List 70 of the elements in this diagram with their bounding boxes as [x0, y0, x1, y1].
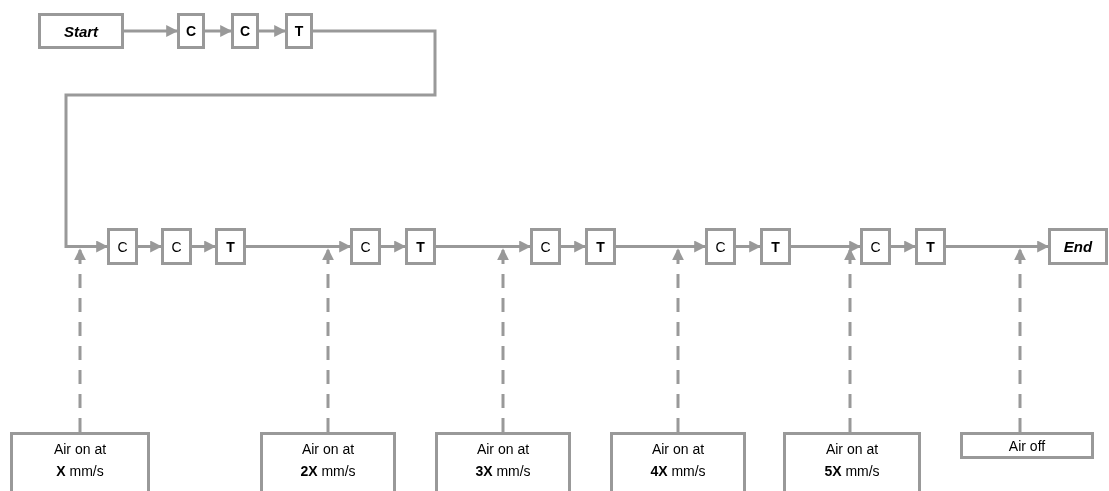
box-text: C: [171, 238, 182, 255]
step-box: [585, 228, 616, 265]
arrow: [946, 240, 1050, 253]
arrow: [259, 25, 287, 37]
box-text: Air off: [1008, 437, 1046, 454]
arrow: [436, 240, 532, 253]
dashed-arrow: [672, 248, 684, 432]
arrow: [891, 240, 917, 253]
box-text: Air on at: [476, 441, 530, 457]
box-text: T: [294, 23, 304, 39]
box-text: C: [540, 238, 551, 255]
dashed-arrow: [1014, 248, 1026, 432]
arrow: [192, 240, 217, 253]
dashed-arrow: [322, 248, 334, 432]
box-text: T: [416, 238, 425, 255]
arrow: [561, 240, 587, 253]
arrow: [124, 25, 179, 37]
box-text: T: [596, 238, 605, 255]
air-setting-box: [435, 432, 571, 491]
box-text: Air on at: [53, 441, 107, 457]
step-box: [705, 228, 736, 265]
arrow: [138, 240, 163, 253]
air-setting-box: [783, 432, 921, 491]
box-text: Air on at: [301, 441, 355, 457]
step-box: [161, 228, 192, 265]
step-box: [860, 228, 891, 265]
box-text: T: [226, 238, 235, 255]
arrow: [736, 240, 762, 253]
box-text: C: [870, 238, 881, 255]
arrow: [64, 29, 437, 253]
arrow: [791, 240, 862, 253]
box-text: C: [117, 238, 128, 255]
terminal-box: [1048, 228, 1108, 265]
step-box: [231, 13, 259, 49]
step-box: [405, 228, 436, 265]
box-text: Air on at: [825, 441, 879, 457]
box-text: Start: [63, 22, 99, 40]
air-setting-box: [610, 432, 746, 491]
arrow: [616, 240, 707, 253]
box-text: X mm/s: [56, 463, 104, 479]
step-box: [760, 228, 791, 265]
box-text: End: [1063, 238, 1093, 255]
dashed-arrow: [74, 248, 86, 432]
dashed-arrow: [844, 248, 856, 432]
air-setting-box: [260, 432, 396, 491]
box-text: 4X mm/s: [650, 463, 706, 479]
box-text: T: [926, 238, 935, 255]
terminal-box: [38, 13, 124, 49]
box-text: C: [715, 238, 726, 255]
box-text: T: [771, 238, 780, 255]
step-box: [530, 228, 561, 265]
box-text: 3X mm/s: [475, 463, 531, 479]
step-box: [350, 228, 381, 265]
dashed-arrow: [497, 248, 509, 432]
step-box: [177, 13, 205, 49]
box-text: Air on at: [651, 441, 705, 457]
box-text: C: [239, 23, 251, 39]
box-text: C: [360, 238, 371, 255]
box-text: C: [185, 23, 197, 39]
air-setting-box: [960, 432, 1094, 459]
arrow: [205, 25, 233, 37]
box-text: 5X mm/s: [824, 463, 880, 479]
arrow: [381, 240, 407, 253]
air-setting-box: [10, 432, 150, 491]
step-box: [285, 13, 313, 49]
arrow: [246, 240, 352, 253]
step-box: [915, 228, 946, 265]
step-box: [107, 228, 138, 265]
step-box: [215, 228, 246, 265]
box-text: 2X mm/s: [300, 463, 356, 479]
